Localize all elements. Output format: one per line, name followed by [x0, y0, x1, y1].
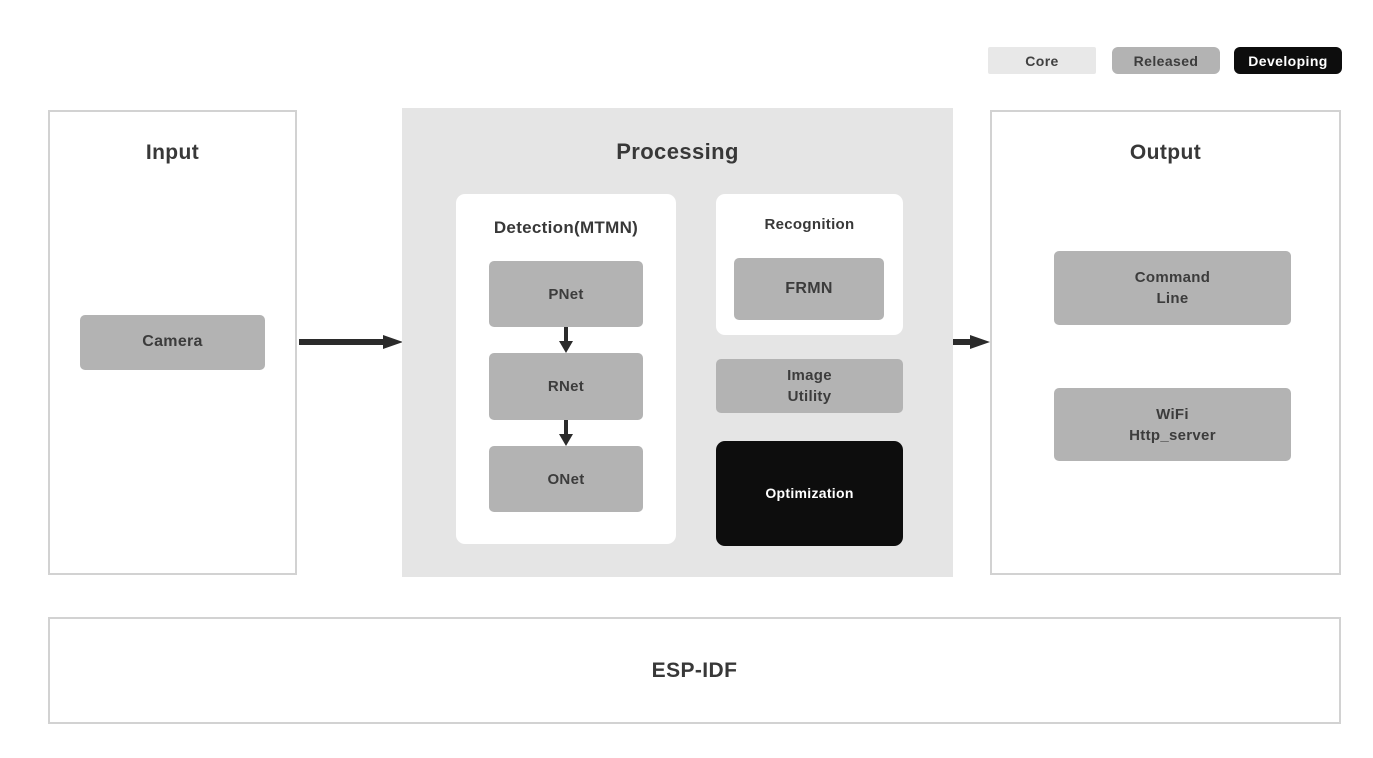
- pnet-node: PNet: [489, 261, 643, 327]
- processing-region-title: Processing: [616, 139, 739, 164]
- processing-to-output-arrow-line: [953, 339, 972, 345]
- image-utility-node: Image Utility: [716, 359, 903, 413]
- input-to-processing-arrow-line: [299, 339, 385, 345]
- input-to-processing-arrow-head: [383, 335, 403, 349]
- command-line-node: Command Line: [1054, 251, 1291, 325]
- legend-chip-developing: Developing: [1234, 47, 1342, 74]
- onet-node: ONet: [489, 446, 643, 512]
- wifi-http-server-node: WiFi Http_server: [1054, 388, 1291, 461]
- esp-idf-panel: ESP-IDF: [48, 617, 1341, 724]
- pnet-to-rnet-arrow-head: [559, 341, 573, 353]
- processing-to-output-arrow-head: [970, 335, 990, 349]
- camera-node: Camera: [80, 315, 265, 370]
- frmn-node: FRMN: [734, 258, 884, 320]
- pnet-to-rnet-arrow-line: [564, 327, 568, 342]
- recognition-group-title: Recognition: [764, 216, 855, 233]
- esp-idf-panel-title: ESP-IDF: [651, 658, 738, 682]
- processing-region: Processing Detection(MTMN) PNet RNet ONe…: [402, 108, 953, 577]
- output-panel: Output Command Line WiFi Http_server: [990, 110, 1341, 575]
- input-panel: Input Camera: [48, 110, 297, 575]
- output-panel-title: Output: [1129, 141, 1202, 164]
- legend-chip-core: Core: [988, 47, 1096, 74]
- rnet-to-onet-arrow-head: [559, 434, 573, 446]
- rnet-to-onet-arrow-line: [564, 420, 568, 435]
- detection-group: Detection(MTMN) PNet RNet ONet: [456, 194, 676, 544]
- recognition-group: Recognition FRMN: [716, 194, 903, 335]
- detection-group-title: Detection(MTMN): [493, 218, 639, 237]
- input-panel-title: Input: [145, 141, 200, 164]
- rnet-node: RNet: [489, 353, 643, 420]
- legend-chip-released: Released: [1112, 47, 1220, 74]
- optimization-node: Optimization: [716, 441, 903, 546]
